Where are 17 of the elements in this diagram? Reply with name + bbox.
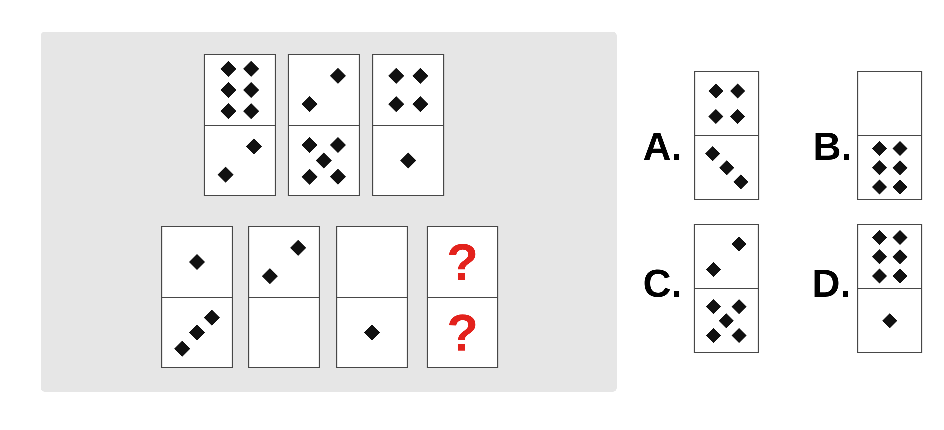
domino-tile: [426, 226, 499, 369]
domino-tile: [857, 71, 923, 201]
option-letter: B.: [816, 133, 850, 160]
domino-tile: [694, 224, 760, 354]
domino-tile: [204, 54, 276, 197]
domino-tile: [336, 226, 408, 369]
domino-tile: [857, 224, 923, 354]
option-letter: A.: [644, 133, 680, 160]
domino-tile: [161, 226, 234, 369]
option-letter: D.: [814, 270, 849, 297]
question-mark: ?: [449, 314, 476, 351]
option-letter: C.: [644, 270, 680, 298]
domino-tile: [288, 54, 360, 197]
domino-tile: [248, 226, 320, 369]
domino-tile: [372, 54, 445, 197]
domino-tile: [694, 71, 760, 201]
question-mark: ?: [449, 244, 476, 280]
